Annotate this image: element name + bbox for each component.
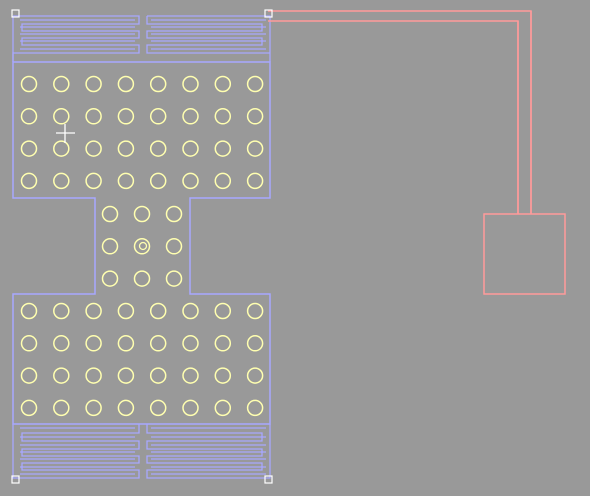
handle-bottom-left[interactable] [11, 475, 20, 484]
via-hole [182, 335, 199, 352]
via-hole [20, 108, 38, 125]
via-hole [117, 302, 135, 320]
via-hole [20, 335, 38, 352]
via-hole [149, 335, 167, 352]
via-hole [117, 335, 135, 352]
via-hole [182, 399, 199, 417]
via-hole [246, 140, 264, 157]
via-hole [182, 172, 199, 190]
via-hole [214, 140, 232, 157]
via-hole [85, 108, 102, 125]
via-hole [149, 367, 167, 384]
via-hole [214, 399, 232, 417]
via-hole [214, 108, 232, 125]
via-hole [149, 140, 167, 157]
via-hole [101, 205, 119, 223]
via-hole [85, 367, 102, 384]
via-hole [85, 399, 102, 417]
via-array-top [20, 75, 264, 190]
via-hole [182, 302, 199, 320]
handle-top-right[interactable] [264, 9, 273, 18]
via-hole [101, 238, 119, 255]
via-hole [214, 172, 232, 190]
via-hole [85, 75, 102, 93]
via-hole [149, 108, 167, 125]
via-hole [53, 302, 70, 320]
via-hole [182, 367, 199, 384]
via-hole [246, 108, 264, 125]
via-hole [117, 75, 135, 93]
via-hole [149, 75, 167, 93]
via-hole [85, 335, 102, 352]
via-hole [214, 335, 232, 352]
via-hole [214, 302, 232, 320]
via-hole [117, 172, 135, 190]
wire-trace[interactable] [268, 10, 532, 214]
via-hole [165, 205, 183, 223]
via-hole [246, 399, 264, 417]
comb-top-left[interactable] [12, 15, 140, 62]
via-hole [246, 75, 264, 93]
center-anchor-marker [138, 241, 148, 251]
via-hole [117, 399, 135, 417]
via-hole [182, 108, 199, 125]
via-hole [101, 270, 119, 287]
via-hole [182, 75, 199, 93]
via-hole [53, 172, 70, 190]
via-hole [246, 367, 264, 384]
via-hole [85, 302, 102, 320]
via-hole [20, 399, 38, 417]
via-hole [165, 238, 183, 255]
via-hole [117, 108, 135, 125]
via-hole [53, 140, 70, 157]
via-hole [53, 367, 70, 384]
via-hole [133, 205, 151, 223]
via-hole [246, 172, 264, 190]
via-hole [53, 75, 70, 93]
via-hole [246, 302, 264, 320]
via-hole [20, 367, 38, 384]
via-hole [85, 172, 102, 190]
comb-bottom-left[interactable] [12, 424, 140, 479]
bond-pad[interactable] [483, 213, 566, 295]
comb-top-right[interactable] [146, 15, 271, 62]
via-hole [246, 335, 264, 352]
via-hole [133, 270, 151, 287]
via-hole [53, 335, 70, 352]
via-hole [20, 172, 38, 190]
handle-top-left[interactable] [11, 9, 20, 18]
via-hole [214, 367, 232, 384]
via-hole [20, 302, 38, 320]
via-hole [133, 238, 151, 255]
handle-bottom-right[interactable] [264, 475, 273, 484]
crosshair-icon [56, 124, 75, 143]
via-hole [53, 108, 70, 125]
via-array-bottom [20, 302, 264, 417]
via-hole [20, 75, 38, 93]
via-hole [182, 140, 199, 157]
via-hole [117, 140, 135, 157]
via-hole [165, 270, 183, 287]
comb-bottom-right[interactable] [146, 424, 271, 479]
via-hole [53, 399, 70, 417]
via-hole [214, 75, 232, 93]
via-hole [149, 399, 167, 417]
via-hole [117, 367, 135, 384]
via-hole [85, 140, 102, 157]
via-array-middle [101, 205, 183, 287]
via-hole [149, 172, 167, 190]
via-hole [149, 302, 167, 320]
via-hole [20, 140, 38, 157]
